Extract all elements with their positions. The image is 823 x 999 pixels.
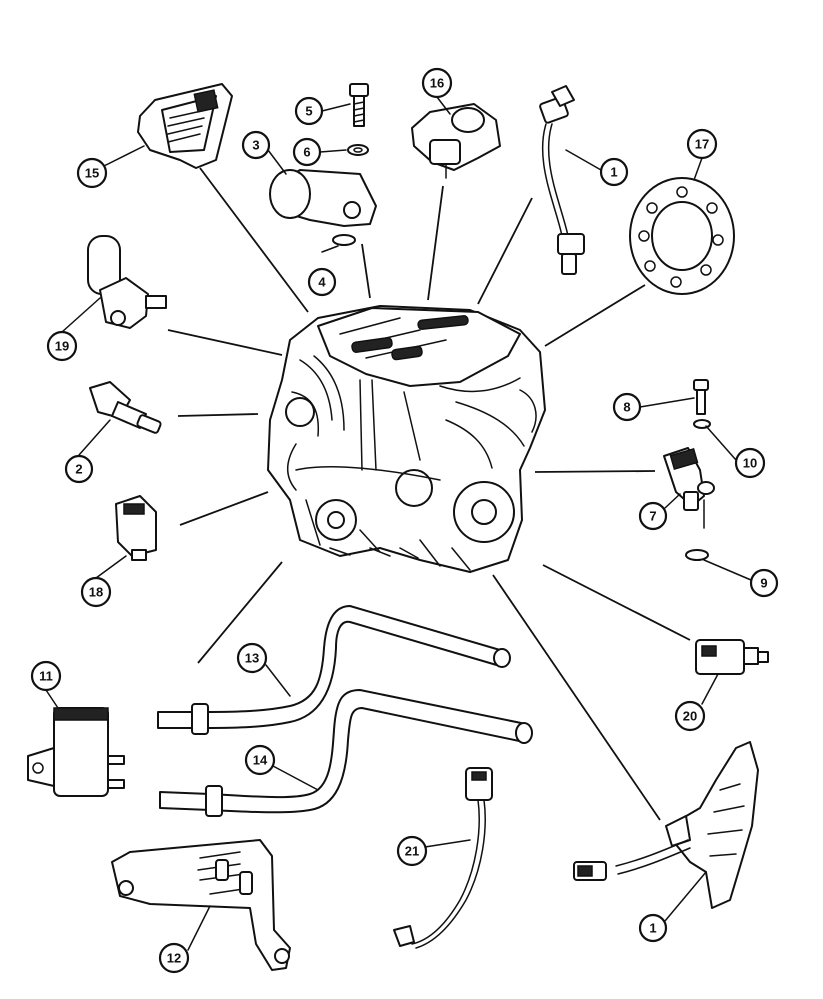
- callout-11: 11: [30, 660, 62, 692]
- callout-18: 18: [80, 576, 112, 608]
- svg-text:3: 3: [252, 138, 259, 153]
- svg-text:1: 1: [649, 921, 656, 936]
- svg-text:13: 13: [245, 651, 259, 666]
- engine-assembly: [267, 305, 546, 573]
- callout-20: 20: [674, 700, 706, 732]
- svg-text:14: 14: [253, 753, 268, 768]
- callout-14: 14: [244, 744, 276, 776]
- svg-text:11: 11: [39, 669, 53, 684]
- part-20-pressure-switch: [695, 639, 769, 675]
- part-12-bracket: [111, 839, 291, 971]
- callout-10: 10: [734, 447, 766, 479]
- part-11-pressure-sensor: [27, 707, 125, 797]
- part-9-o-ring: [685, 549, 709, 561]
- svg-text:21: 21: [405, 844, 419, 859]
- part-21-sensor-with-lead: [393, 767, 493, 949]
- part-17-tone-wheel: [629, 177, 735, 295]
- callout-2: 2: [64, 454, 94, 484]
- part-6-washer: [347, 144, 369, 156]
- callout-16: 16: [421, 67, 453, 99]
- part-14-hose: [159, 689, 533, 817]
- part-8-bolt: [693, 379, 709, 415]
- svg-text:12: 12: [167, 951, 181, 966]
- part-1-sensor-with-bracket-bottom: [573, 741, 759, 909]
- part-18-sensor: [115, 495, 157, 561]
- svg-text:1: 1: [610, 165, 617, 180]
- svg-text:7: 7: [649, 509, 656, 524]
- callout-7: 7: [638, 501, 668, 531]
- svg-text:8: 8: [623, 400, 630, 415]
- part-16-pressure-sensor: [411, 103, 501, 179]
- svg-text:18: 18: [89, 585, 103, 600]
- callout-1-bottom: 1: [638, 913, 668, 943]
- callout-connectors: [45, 96, 752, 951]
- svg-text:15: 15: [85, 166, 99, 181]
- svg-text:2: 2: [75, 462, 82, 477]
- svg-text:6: 6: [303, 145, 310, 160]
- svg-text:16: 16: [430, 76, 444, 91]
- part-2-temperature-sensor: [89, 381, 162, 434]
- callout-4: 4: [307, 267, 337, 297]
- callout-8: 8: [612, 392, 642, 422]
- callout-19: 19: [46, 330, 78, 362]
- svg-text:5: 5: [305, 104, 312, 119]
- callouts: 1 1 2 3 4 5 6 7 8 9 10 11 12 13 14 15 16…: [30, 67, 779, 974]
- callout-21: 21: [396, 835, 428, 867]
- callout-12: 12: [158, 942, 190, 974]
- part-4-o-ring: [332, 234, 356, 246]
- callout-15: 15: [76, 157, 108, 189]
- part-15-control-module: [137, 83, 233, 169]
- part-1-sensor-with-lead-top: [539, 85, 585, 275]
- svg-text:20: 20: [683, 709, 697, 724]
- part-5-bolt: [349, 83, 369, 127]
- callout-3: 3: [241, 130, 271, 160]
- callout-1-top: 1: [599, 157, 629, 187]
- part-13-hose: [157, 605, 511, 735]
- part-3-map-sensor: [269, 169, 377, 227]
- svg-text:4: 4: [318, 275, 326, 290]
- callout-17: 17: [686, 128, 718, 160]
- part-7-crankshaft-sensor: [663, 447, 715, 529]
- svg-text:9: 9: [760, 576, 767, 591]
- callout-6: 6: [292, 137, 322, 167]
- svg-text:17: 17: [695, 137, 709, 152]
- svg-text:10: 10: [743, 456, 757, 471]
- callout-5: 5: [294, 96, 324, 126]
- part-19-sensor: [87, 235, 167, 329]
- svg-text:19: 19: [55, 339, 69, 354]
- callout-13: 13: [236, 642, 268, 674]
- leader-lines: [167, 167, 691, 821]
- callout-9: 9: [749, 568, 779, 598]
